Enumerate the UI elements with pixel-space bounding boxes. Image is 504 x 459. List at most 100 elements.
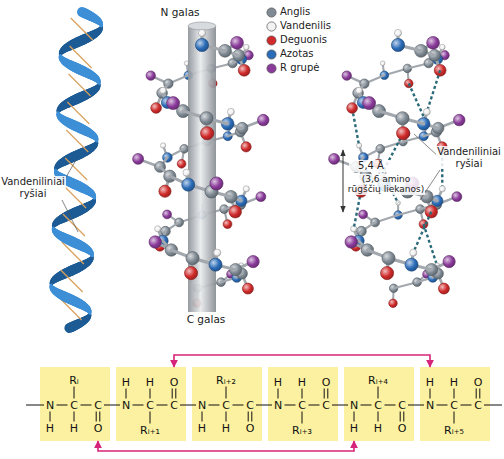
figure-label: 5,4 Å (349, 160, 393, 172)
chain-bond (327, 389, 328, 399)
ribbon-segment (87, 308, 92, 313)
atom-symbol: C (374, 400, 382, 411)
hydrogen-bond-dash (352, 108, 359, 145)
atom-symbol: Rᵢ₊₂ (216, 375, 236, 386)
hydrogen-bond-dash (427, 70, 440, 112)
legend-swatch-dot (267, 21, 276, 30)
chain-bond (96, 412, 97, 422)
atom-ball (198, 29, 205, 36)
ribbon-segment (57, 107, 62, 112)
ribbon-segment (95, 137, 99, 141)
atom-symbol: O (170, 377, 179, 388)
ribbon-segment (89, 251, 94, 256)
chain-bond (226, 412, 227, 422)
atom-symbol: H (450, 377, 458, 388)
ribbon-segment (97, 81, 100, 85)
atom-ball (223, 220, 232, 229)
ribbon-segment (98, 21, 103, 26)
atom-ball (146, 71, 155, 80)
atom-symbol: Rᵢ₊₃ (292, 425, 312, 436)
chain-bond (180, 405, 196, 406)
ribbon-segment (93, 195, 97, 199)
ribbon-segment (55, 162, 61, 168)
figure-label: Vandeniliniai ryšiai (0, 176, 66, 199)
atom-ball (201, 127, 214, 140)
atom-ball (182, 178, 195, 191)
legend-swatch (266, 7, 277, 18)
chain-bond (302, 412, 303, 424)
ribbon-segment (55, 161, 62, 168)
atom-ball (160, 143, 165, 148)
atom-symbol: N (426, 400, 434, 411)
legend-entry: Anglis (266, 6, 310, 18)
atom-symbol: C (70, 400, 78, 411)
legend-entry: R grupė (266, 62, 319, 74)
atom-ball (394, 29, 401, 36)
atom-ball (405, 258, 418, 271)
figure-label: N galas (150, 6, 210, 18)
atom-ball (257, 114, 269, 126)
atom-symbol: C (146, 400, 154, 411)
chain-bond (226, 387, 227, 399)
hydrogen-bond-line (69, 74, 91, 96)
atom-symbol: O (94, 423, 103, 434)
legend-entry: Vandenilis (266, 20, 331, 32)
atom-ball (183, 169, 190, 176)
ribbon-helix (51, 12, 101, 328)
chain-bond (309, 405, 320, 406)
atom-ball (155, 226, 161, 232)
chain-bond (476, 389, 477, 399)
chain-bond (437, 405, 448, 406)
atom-ball (452, 192, 462, 202)
atom-ball (427, 36, 440, 49)
atom-ball (438, 283, 449, 294)
atom-symbol: H (426, 377, 434, 388)
atom-ball (382, 252, 395, 265)
hydrogen-bond-line (61, 270, 83, 292)
chain-bond (150, 389, 151, 399)
ribbon-segment (52, 220, 58, 226)
ribbon-segment (57, 106, 63, 112)
chain-bond (81, 405, 92, 406)
ribbon-segment (84, 305, 91, 312)
chain-bond (403, 412, 404, 422)
peptide-plane-box: NHRᵢ₊₄CHCO (344, 367, 414, 441)
atom-symbol: N (274, 400, 282, 411)
atom-ball (227, 108, 234, 115)
chain-bond (157, 405, 168, 406)
atom-ball (160, 87, 167, 94)
atom-ball (238, 64, 250, 76)
atom-symbol: C (170, 400, 178, 411)
legend-swatch (266, 63, 277, 74)
chain-bond (50, 412, 51, 422)
chain-bond (378, 387, 379, 399)
atom-ball (381, 267, 394, 280)
atom-ball (163, 210, 172, 219)
atom-ball (351, 226, 357, 232)
atom-ball (149, 236, 161, 248)
atom-ball (356, 87, 363, 94)
ribbon-segment (98, 82, 100, 85)
legend-text: Anglis (280, 6, 310, 17)
chain-bond (209, 405, 220, 406)
atom-ball (380, 61, 385, 66)
atom-ball (242, 283, 253, 294)
ribbon-segment (93, 135, 98, 141)
atom-symbol: C (450, 400, 458, 411)
ribbon-segment (54, 164, 60, 170)
chain-bond (104, 405, 120, 406)
chain-bond (248, 412, 249, 422)
ribbon-segment (95, 139, 98, 143)
atom-symbol: H (274, 377, 282, 388)
dimension-arrow (343, 150, 344, 212)
atom-ball (195, 38, 208, 51)
ribbon-segment (88, 311, 91, 315)
atom-symbol: Rᵢ₊₅ (444, 425, 464, 436)
atom-ball (177, 159, 186, 168)
atom-ball (151, 103, 162, 114)
atom-ball (200, 112, 213, 125)
atom-ball (347, 103, 358, 114)
atom-symbol: C (398, 400, 406, 411)
chain-bond (484, 405, 502, 406)
